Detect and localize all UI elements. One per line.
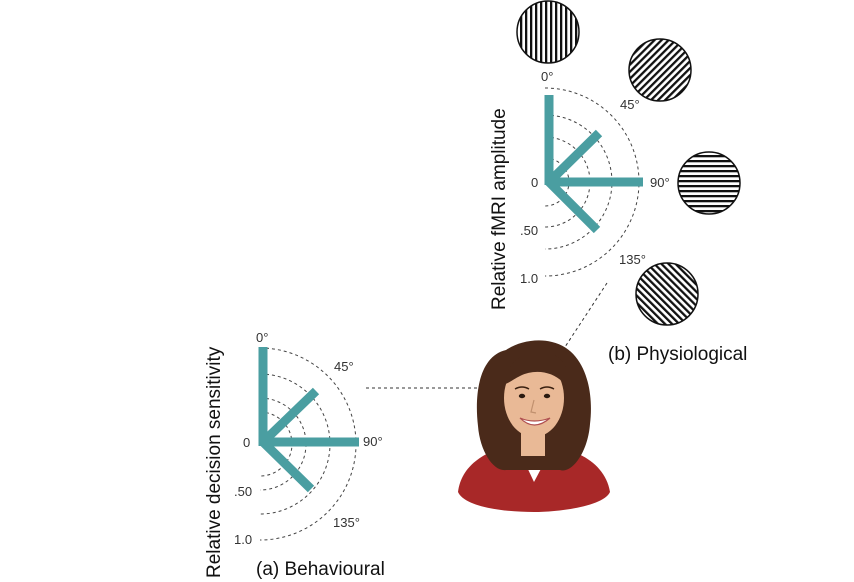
radial-tick-0: 0 — [531, 175, 538, 190]
physiological-bars — [544, 95, 643, 234]
angle-label-45: 45° — [334, 359, 354, 374]
arc-ring — [544, 136, 591, 228]
vertical-grating-icon — [516, 0, 580, 64]
physiological-panel: 0° 45° 90° 135° 0 .50 1.0 Relative fMRI … — [489, 0, 747, 365]
radial-tick-50: .50 — [520, 223, 538, 238]
behavioural-bars — [258, 347, 359, 493]
radial-tick-100: 1.0 — [234, 532, 252, 547]
angle-label-135: 135° — [333, 515, 360, 530]
connector-to-physiological — [562, 282, 608, 351]
diagonal-grating-135-icon — [635, 262, 699, 326]
physiological-y-axis-label: Relative fMRI amplitude — [489, 108, 510, 310]
angle-label-45: 45° — [620, 97, 640, 112]
behavioural-y-axis-label: Relative decision sensitivity — [204, 346, 225, 578]
observer-person-illustration — [458, 340, 610, 512]
angle-label-0: 0° — [256, 330, 268, 345]
behavioural-caption: (a) Behavioural — [256, 559, 385, 580]
bar-45deg — [544, 129, 603, 187]
radial-tick-100: 1.0 — [520, 271, 538, 286]
connector-lines — [366, 282, 608, 389]
bar-135deg — [544, 177, 601, 234]
physiological-caption: (b) Physiological — [608, 344, 747, 365]
angle-label-90: 90° — [650, 175, 670, 190]
bar-135deg — [258, 437, 315, 493]
angle-label-90: 90° — [363, 434, 383, 449]
bar-45deg — [258, 387, 320, 447]
angle-label-135: 135° — [619, 252, 646, 267]
angle-label-0: 0° — [541, 69, 553, 84]
radial-tick-50: .50 — [234, 484, 252, 499]
radial-tick-0: 0 — [243, 435, 250, 450]
horizontal-grating-icon — [677, 151, 741, 215]
arc-ring — [544, 114, 613, 250]
diagonal-grating-45-icon — [628, 38, 692, 102]
behavioural-panel: 0° 45° 90° 135° 0 .50 1.0 Relative decis… — [204, 330, 385, 580]
arc-ring — [544, 87, 640, 277]
